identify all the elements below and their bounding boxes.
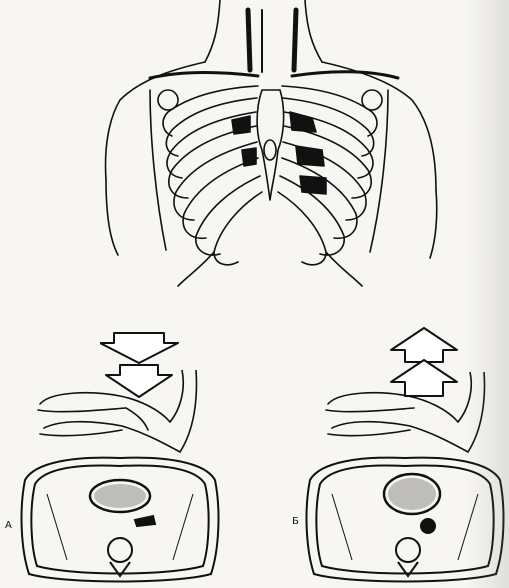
- panel-label-b: Б: [292, 516, 299, 527]
- page-edge-shadow: [465, 0, 509, 588]
- hands-right: [318, 372, 488, 462]
- ribcage-illustration: [0, 0, 509, 300]
- thorax-cross-section-a: [15, 450, 225, 585]
- panel-label-a: А: [5, 520, 12, 531]
- hands-left: [30, 370, 200, 460]
